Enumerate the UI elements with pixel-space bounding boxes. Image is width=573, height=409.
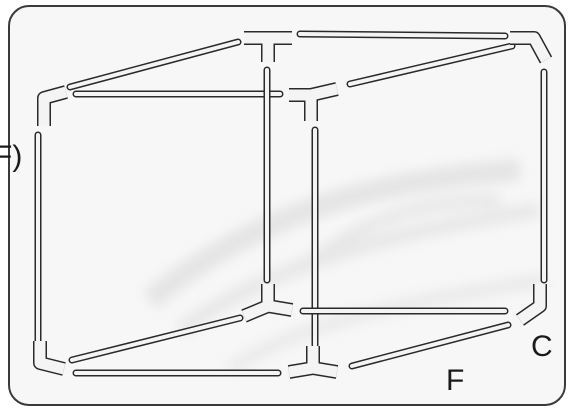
elbow-bottom-right (515, 284, 547, 326)
elbow-bottom-left (33, 341, 66, 376)
tee-top-center-front (289, 82, 339, 121)
label-f: F (446, 364, 464, 397)
tee-top-center-back (244, 31, 292, 62)
left-marker-label: F) (0, 140, 22, 173)
tee-bottom-center-back (241, 284, 294, 323)
connector-group (33, 31, 553, 379)
elbow-top-right (510, 31, 553, 64)
elbow-top-left (37, 85, 68, 126)
pipe-top-back-left (66, 38, 242, 91)
pipe-group (34, 30, 548, 377)
pipe-bottom-right-diagonal (348, 321, 512, 370)
pipe-bottom-left-diagonal (68, 314, 244, 364)
pipe-top-back-horizontal (296, 30, 509, 40)
label-c: C (531, 330, 553, 363)
tee-bottom-center-front (287, 346, 339, 379)
pipe-top-right-diagonal (346, 42, 516, 88)
